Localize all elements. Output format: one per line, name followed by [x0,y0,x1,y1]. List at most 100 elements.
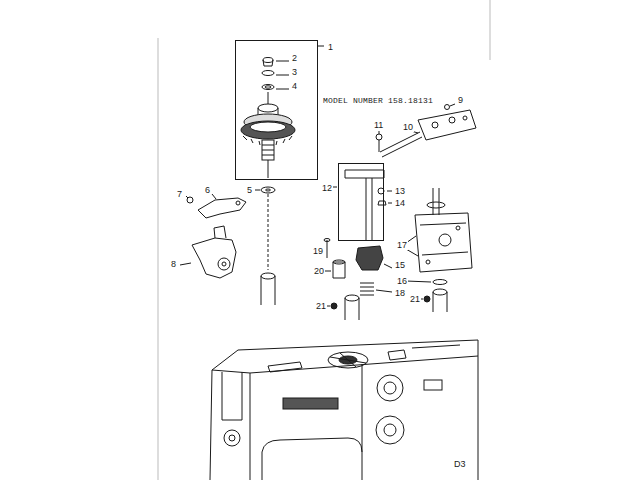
page-edge [490,0,491,60]
cam-stack [241,58,295,179]
callout-number: 5 [246,186,253,195]
callout-number: 20 [313,267,325,276]
machine-body [262,438,362,480]
bracket [180,263,191,265]
cam-stack [263,58,273,63]
cam-leaders [276,75,289,76]
post-center [345,295,359,320]
callout-number: 2 [291,54,298,63]
washer-and-post [266,189,271,191]
zigzag-plate [418,110,476,140]
zigzag-mechanism [406,249,418,256]
machine-body [424,380,442,390]
machine-body [229,435,235,441]
callout-number: 19 [312,247,324,256]
screw-collar-nut [327,240,328,258]
zigzag-plate [382,137,422,157]
cam-stack [265,86,271,88]
machine-body [388,350,406,360]
cam-stack [258,104,278,112]
zigzag-mechanism [439,188,440,215]
callout-number: 15 [394,261,406,270]
post-center [345,298,359,320]
washer-and-post [268,194,269,270]
needle-clamp [356,246,383,270]
bracket [214,226,226,238]
needle-clamp [356,246,392,295]
post-center [345,295,359,301]
lever-arm [236,201,240,205]
model-number: MODEL NUMBER 158.18131 [323,97,433,105]
zigzag-mechanism [415,213,472,272]
cam-stack [268,92,269,104]
cam-stack [262,85,274,90]
zigzag-mechanism [427,202,445,208]
callout-number: 21 [409,295,421,304]
machine-body [268,362,302,372]
zigzag-plate [376,134,382,140]
lever-arm [186,196,188,198]
callout-number: 12 [321,184,333,193]
lever-arm [187,197,193,203]
zigzag-mechanism [433,188,434,215]
zigzag-plate [432,122,438,128]
washer-and-post [261,276,275,305]
callout-number: 11 [373,121,384,130]
machine-body [210,340,478,480]
cam-stack [262,140,274,160]
zigzag-mechanism [424,296,430,302]
cam-leaders [276,46,324,89]
screw-collar-nut [331,303,337,309]
page-code: D3 [453,460,467,469]
lever-arm [186,194,246,218]
zigzag-plate [445,105,450,110]
needle-bar [387,191,392,192]
zigzag-mechanism [433,292,447,312]
machine-body [376,416,404,444]
cam-stack [268,160,269,178]
machine-body [210,340,478,480]
page-edge [158,0,490,480]
cam-stack [263,60,273,66]
cam-stack [241,121,295,139]
needle-clamp [360,283,374,295]
zigzag-plate [379,131,380,134]
part-group-box: 1234 [235,40,318,180]
callout-number: 16 [396,277,408,286]
machine-body [384,382,396,394]
zigzag-plate [463,116,467,120]
machine-body [283,398,338,409]
zigzag-mechanism [406,188,472,312]
needle-bar [388,203,392,204]
callout-number: 1 [327,43,334,52]
bracket [218,258,230,270]
screw-collar-nut [324,239,330,242]
callout-number: 8 [170,260,177,269]
cam-leaders [276,61,289,62]
cam-stack [262,71,274,76]
zigzag-plate [450,104,455,106]
lever-arm [212,194,216,199]
part-group-box: 12 [338,163,384,241]
screw-collar-nut [324,271,331,272]
machine-body [250,373,251,480]
callout-number: 17 [396,241,408,250]
needle-clamp [384,264,392,268]
washer-and-post [255,190,260,191]
callout-number: 13 [394,187,406,196]
bracket [192,238,236,278]
page-edge [158,38,159,480]
needle-bar [372,178,373,240]
callout-number: 7 [176,190,183,199]
callout-number: 6 [204,186,211,195]
zigzag-mechanism [420,223,468,255]
cam-leaders [276,89,289,90]
machine-body [212,356,478,373]
lever-arm [198,198,246,218]
bracket [180,226,236,278]
washer-and-post [261,187,275,193]
zigzag-mechanism [456,226,460,230]
zigzag-mechanism [406,281,431,282]
